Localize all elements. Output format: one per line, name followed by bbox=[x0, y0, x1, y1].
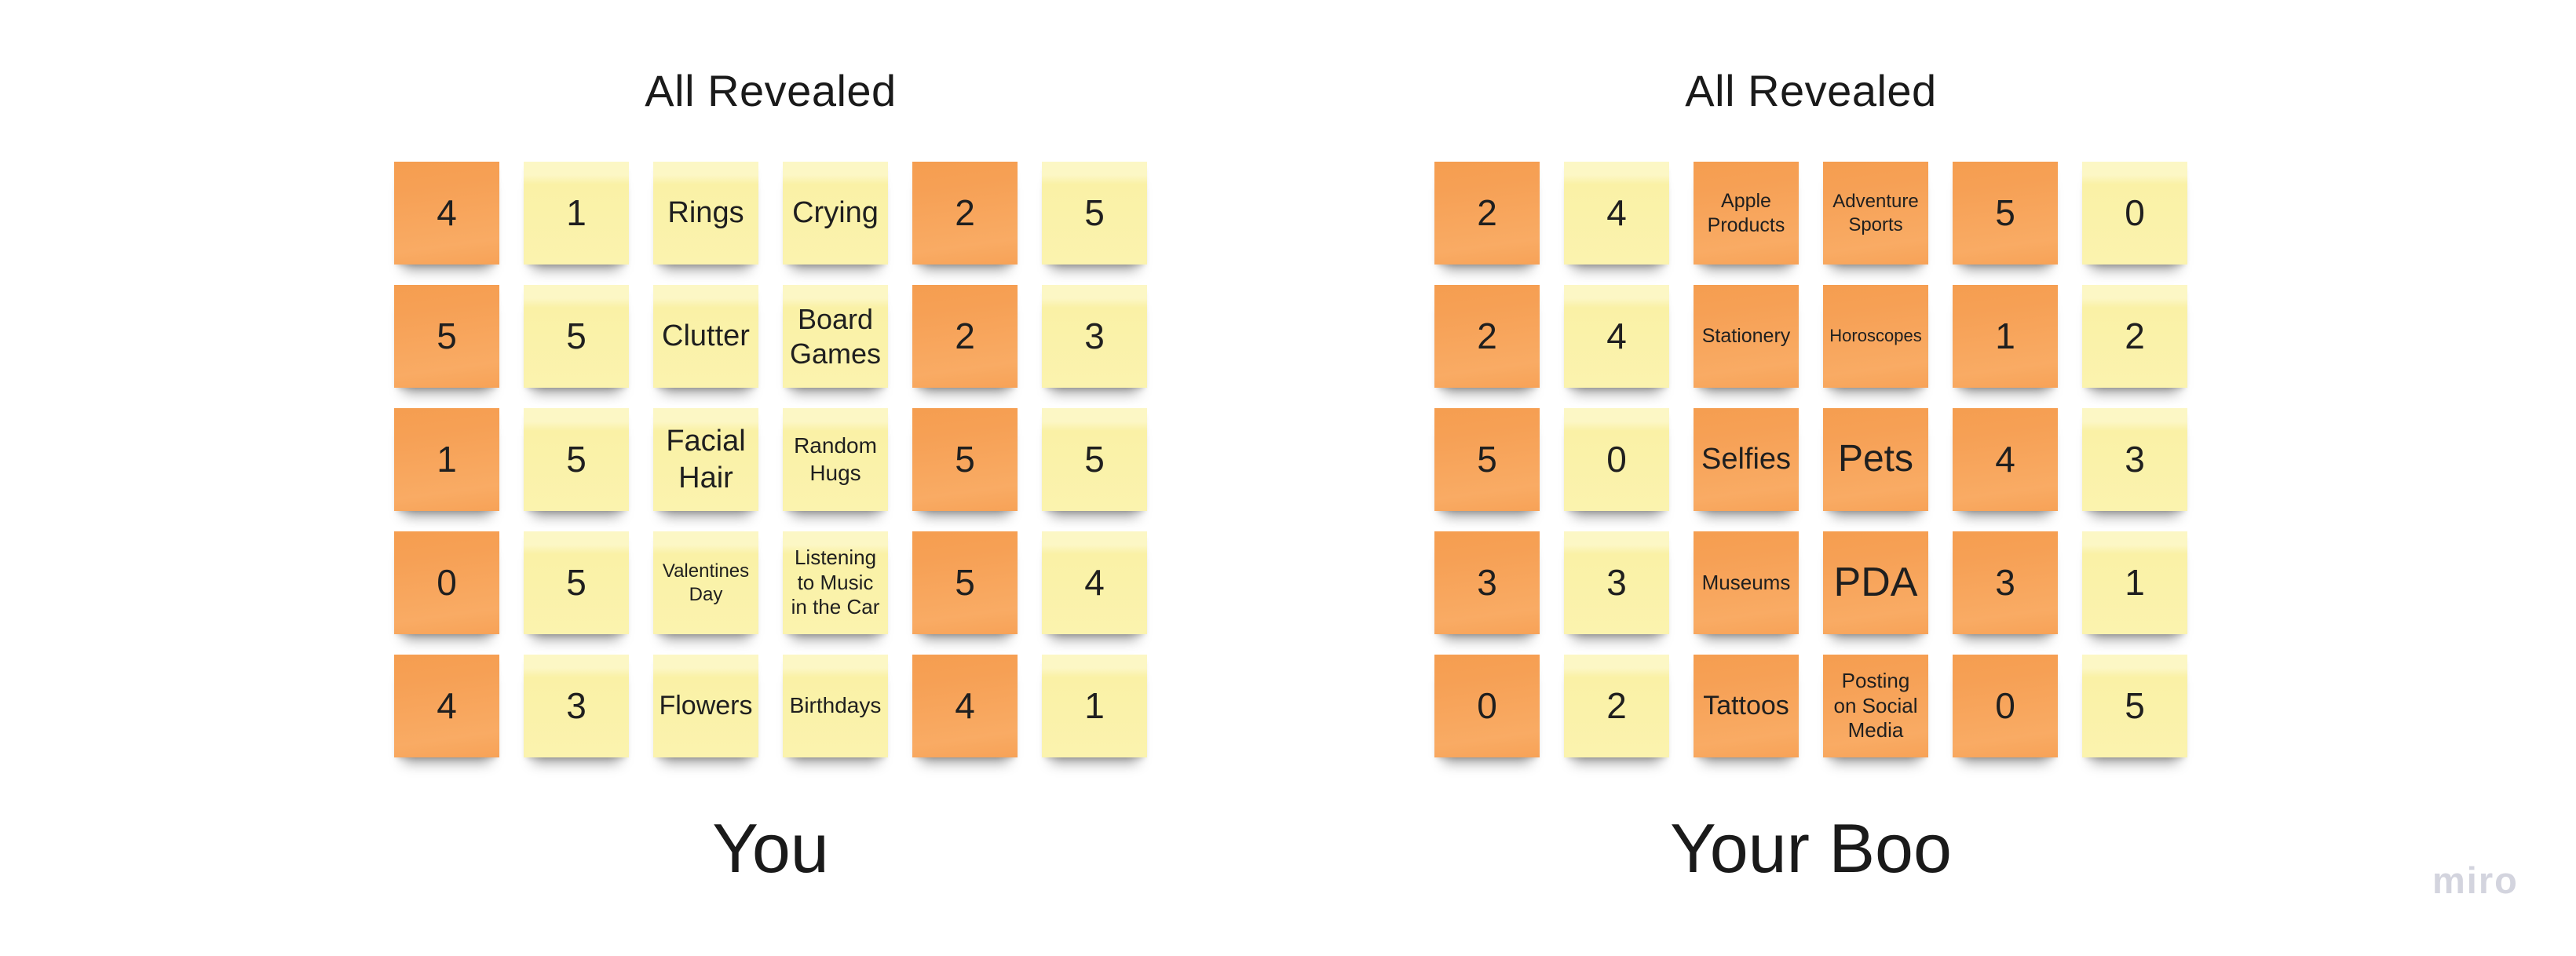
board-title[interactable]: All Revealed bbox=[645, 66, 897, 115]
sticky-note[interactable]: Random Hugs bbox=[783, 408, 888, 511]
sticky-note[interactable]: Posting on Social Media bbox=[1823, 655, 1928, 757]
sticky-note[interactable]: Adventure Sports bbox=[1823, 162, 1928, 265]
sticky-note[interactable]: Selfies bbox=[1694, 408, 1799, 511]
sticky-note[interactable]: 2 bbox=[1564, 655, 1669, 757]
board-title[interactable]: All Revealed bbox=[1685, 66, 1937, 115]
sticky-note[interactable]: Facial Hair bbox=[653, 408, 758, 511]
sticky-note[interactable]: 1 bbox=[1042, 655, 1147, 757]
sticky-note[interactable]: 2 bbox=[1434, 285, 1540, 388]
sticky-note[interactable]: 5 bbox=[524, 408, 629, 511]
sticky-note[interactable]: 1 bbox=[394, 408, 499, 511]
sticky-note[interactable]: 5 bbox=[1434, 408, 1540, 511]
sticky-note[interactable]: Flowers bbox=[653, 655, 758, 757]
sticky-note[interactable]: 5 bbox=[1042, 162, 1147, 265]
sticky-note[interactable]: 4 bbox=[1564, 285, 1669, 388]
sticky-note[interactable]: Apple Products bbox=[1694, 162, 1799, 265]
sticky-note[interactable]: 2 bbox=[1434, 162, 1540, 265]
sticky-note[interactable]: 2 bbox=[2082, 285, 2187, 388]
sticky-note[interactable]: 3 bbox=[524, 655, 629, 757]
sticky-note[interactable]: 0 bbox=[1434, 655, 1540, 757]
sticky-note[interactable]: 0 bbox=[1953, 655, 2058, 757]
sticky-note[interactable]: Crying bbox=[783, 162, 888, 265]
sticky-note[interactable]: 5 bbox=[394, 285, 499, 388]
miro-logo: miro bbox=[2432, 859, 2519, 901]
sticky-note[interactable]: Tattoos bbox=[1694, 655, 1799, 757]
sticky-note[interactable]: Birthdays bbox=[783, 655, 888, 757]
sticky-note[interactable]: Board Games bbox=[783, 285, 888, 388]
sticky-note[interactable]: Valentines Day bbox=[653, 531, 758, 634]
sticky-note[interactable]: 3 bbox=[1434, 531, 1540, 634]
sticky-note[interactable]: 4 bbox=[394, 655, 499, 757]
sticky-note[interactable]: 5 bbox=[912, 531, 1018, 634]
sticky-note[interactable]: 4 bbox=[1564, 162, 1669, 265]
sticky-note[interactable]: 0 bbox=[1564, 408, 1669, 511]
sticky-note[interactable]: 4 bbox=[1042, 531, 1147, 634]
sticky-note[interactable]: 5 bbox=[524, 285, 629, 388]
board-label[interactable]: Your Boo bbox=[1670, 809, 1952, 887]
sticky-note[interactable]: 3 bbox=[1564, 531, 1669, 634]
board-label[interactable]: You bbox=[712, 809, 829, 887]
sticky-note[interactable]: 4 bbox=[1953, 408, 2058, 511]
sticky-note[interactable]: 0 bbox=[2082, 162, 2187, 265]
sticky-note[interactable]: 0 bbox=[394, 531, 499, 634]
sticky-note[interactable]: 1 bbox=[2082, 531, 2187, 634]
sticky-note[interactable]: Rings bbox=[653, 162, 758, 265]
sticky-note[interactable]: 3 bbox=[1953, 531, 2058, 634]
sticky-note[interactable]: 2 bbox=[912, 162, 1018, 265]
sticky-note[interactable]: Pets bbox=[1823, 408, 1928, 511]
sticky-note[interactable]: 5 bbox=[912, 408, 1018, 511]
sticky-note[interactable]: Stationery bbox=[1694, 285, 1799, 388]
sticky-note[interactable]: 1 bbox=[524, 162, 629, 265]
sticky-note[interactable]: PDA bbox=[1823, 531, 1928, 634]
sticky-note[interactable]: 1 bbox=[1953, 285, 2058, 388]
sticky-note[interactable]: 4 bbox=[394, 162, 499, 265]
sticky-note[interactable]: Clutter bbox=[653, 285, 758, 388]
sticky-note[interactable]: 3 bbox=[1042, 285, 1147, 388]
sticky-note[interactable]: 5 bbox=[1042, 408, 1147, 511]
sticky-note[interactable]: 4 bbox=[912, 655, 1018, 757]
sticky-note[interactable]: Museums bbox=[1694, 531, 1799, 634]
sticky-note[interactable]: 5 bbox=[2082, 655, 2187, 757]
sticky-note[interactable]: 3 bbox=[2082, 408, 2187, 511]
sticky-note[interactable]: Listening to Music in the Car bbox=[783, 531, 888, 634]
sticky-note[interactable]: 2 bbox=[912, 285, 1018, 388]
sticky-note[interactable]: Horoscopes bbox=[1823, 285, 1928, 388]
sticky-note[interactable]: 5 bbox=[1953, 162, 2058, 265]
sticky-note[interactable]: 5 bbox=[524, 531, 629, 634]
